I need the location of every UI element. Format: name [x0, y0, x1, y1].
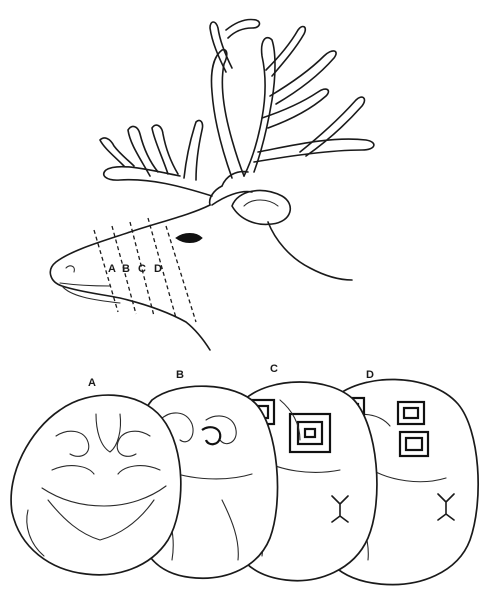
head-label-b: B	[122, 263, 130, 275]
section-a	[11, 395, 181, 575]
deer-head-drawing: A B C D	[50, 19, 374, 350]
section-label-a: A	[88, 377, 96, 389]
section-label-c: C	[270, 363, 278, 375]
section-label-d: D	[366, 369, 374, 381]
head-label-d: D	[154, 263, 162, 275]
eye-icon	[176, 234, 202, 243]
head-label-a: A	[108, 263, 116, 275]
section-label-b: B	[176, 369, 184, 381]
cross-sections: A B C D	[11, 363, 478, 585]
head-label-c: C	[138, 263, 146, 275]
